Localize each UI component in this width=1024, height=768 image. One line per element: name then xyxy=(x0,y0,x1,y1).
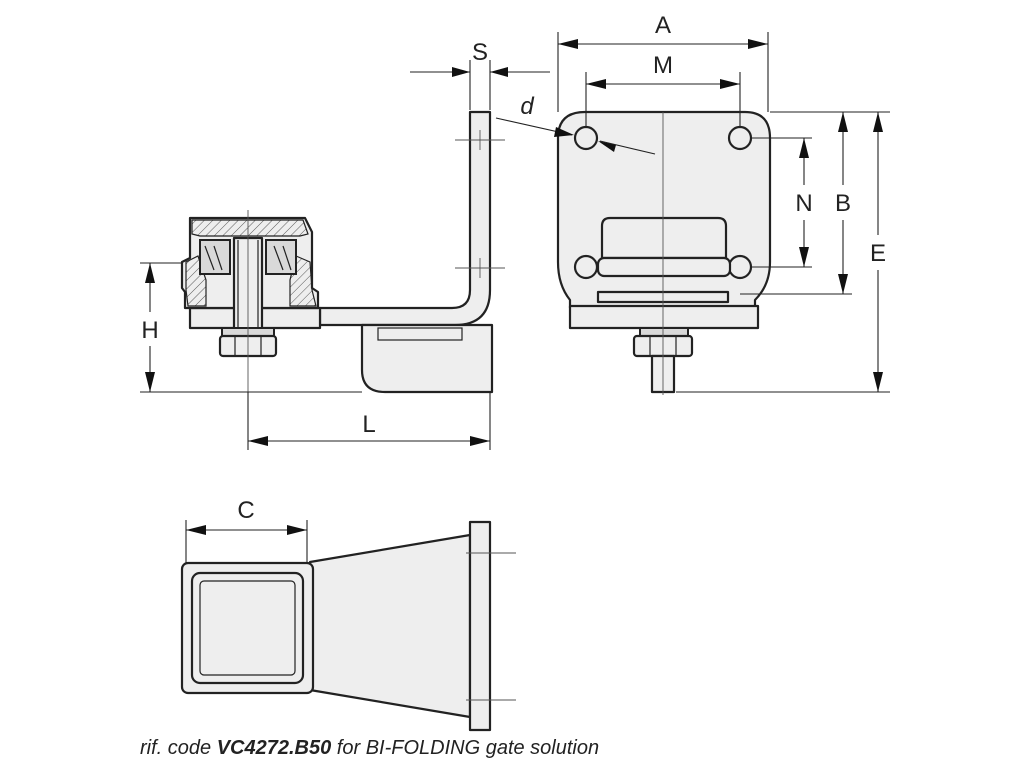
dimension-label-e: E xyxy=(870,240,886,267)
roller-ring xyxy=(596,256,732,278)
housing-hatch-top xyxy=(191,219,309,237)
caption-code: VC4272.B50 xyxy=(216,737,332,759)
tapered-arm xyxy=(308,533,472,719)
mount-hole-top-left xyxy=(573,125,599,151)
mount-hole-top-right xyxy=(727,125,753,151)
roller-cap xyxy=(600,216,728,260)
dimension-label-l: L xyxy=(362,411,375,438)
dimension-label-a: A xyxy=(655,12,671,39)
side-view xyxy=(180,110,505,450)
shoe-body xyxy=(360,323,494,394)
bearing-right xyxy=(265,239,297,275)
caption-prefix: rif. code xyxy=(140,737,217,759)
mount-hole-bottom-left xyxy=(573,254,599,280)
end-flange xyxy=(468,520,492,732)
dimension-label-s: S xyxy=(472,39,488,66)
dimension-label-h: H xyxy=(141,317,158,344)
base-strip xyxy=(568,304,760,330)
shoe-slot xyxy=(377,327,463,341)
square-cap-face xyxy=(199,580,296,676)
front-washer xyxy=(639,327,689,337)
front-view xyxy=(556,110,772,395)
dimension-label-d: d xyxy=(520,93,534,120)
caption-suffix: for BI-FOLDING gate solution xyxy=(331,737,600,759)
caption: rif. code VC4272.B50 for BI-FOLDING gate… xyxy=(140,737,599,760)
dimensions: S A M d N B xyxy=(140,12,890,563)
top-view xyxy=(180,520,516,732)
dimension-label-c: C xyxy=(237,497,254,524)
dimension-label-b: B xyxy=(835,190,851,217)
bearing-left xyxy=(199,239,231,275)
mount-hole-bottom-right xyxy=(727,254,753,280)
square-cap-inner xyxy=(190,571,305,685)
dimension-label-m: M xyxy=(653,52,673,79)
bracket-vertical-plate xyxy=(318,110,492,327)
dimension-label-n: N xyxy=(795,190,812,217)
